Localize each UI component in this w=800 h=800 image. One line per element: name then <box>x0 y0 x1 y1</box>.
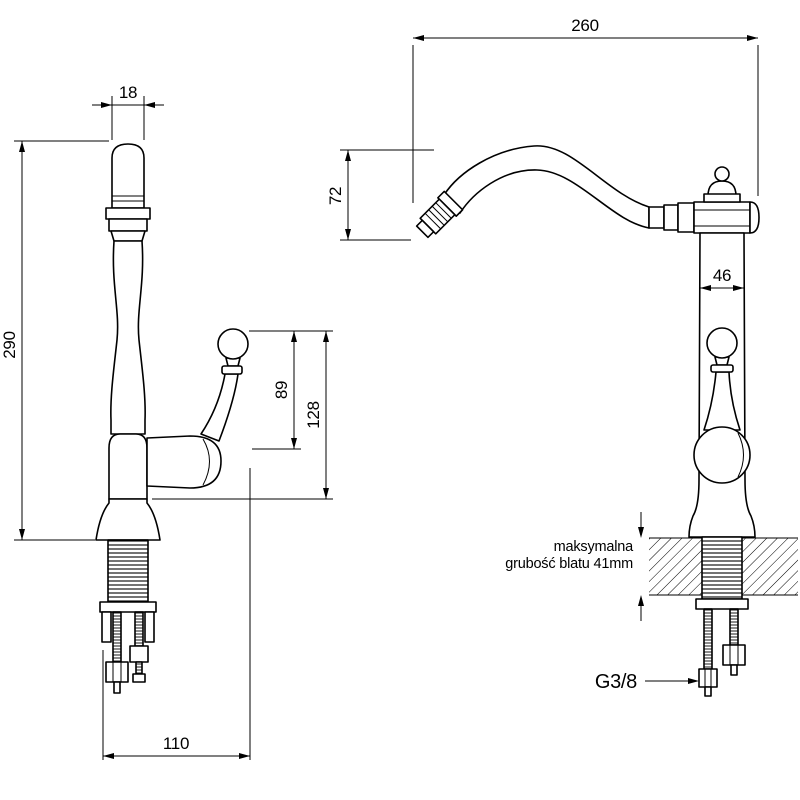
side-coupling-ring-2 <box>663 204 679 231</box>
dim-spout-reach-label: 260 <box>571 16 598 35</box>
front-collar-lower <box>108 218 148 232</box>
side-nut-right-facets <box>729 645 739 665</box>
thread-size-label: G3/8 <box>595 671 637 693</box>
side-handle-pivot-detail <box>737 432 744 478</box>
dim-total-height-label: 290 <box>0 331 19 358</box>
dim-base-width: 110 <box>102 468 251 760</box>
front-nut-left <box>105 661 129 683</box>
front-collar-upper <box>105 207 151 220</box>
side-shank <box>701 536 743 600</box>
side-coupling-ring-3 <box>648 206 665 229</box>
side-head-cap <box>749 201 760 234</box>
front-clamp-right <box>144 611 155 643</box>
side-stud-left-tip <box>704 686 712 697</box>
front-body <box>108 433 148 500</box>
countertop-note-line1: maksymalna <box>554 539 635 555</box>
dim-spout-width: 18 <box>92 83 164 140</box>
side-mount-flange <box>695 598 749 610</box>
front-view-faucet <box>95 143 249 694</box>
front-spout-tube <box>111 143 145 209</box>
dim-base-width-label: 110 <box>163 734 189 753</box>
countertop-note-line2: grubość blatu 41mm <box>505 556 633 572</box>
side-handle-knob <box>706 327 738 359</box>
dim-handle-height: 89 <box>249 330 333 450</box>
front-handle-pivot <box>146 435 222 489</box>
dim-body-width-label: 46 <box>713 266 731 285</box>
front-collar-taper <box>110 230 146 242</box>
front-stud-left-tip <box>113 681 121 694</box>
front-stud-left <box>112 611 122 663</box>
front-nut-left-facets <box>112 662 122 682</box>
front-mount-flange <box>99 601 157 613</box>
side-coupling-ring-1 <box>677 202 695 233</box>
dim-spout-drop-label: 72 <box>326 187 345 205</box>
dim-spout-reach: 260 <box>412 16 759 203</box>
side-head <box>693 201 751 234</box>
front-stud-right-tip <box>132 673 146 683</box>
dim-spout-drop: 72 <box>326 149 434 241</box>
dim-handle-height-label: 89 <box>272 381 291 399</box>
front-handle-knob <box>217 328 249 360</box>
dim-spout-width-label: 18 <box>119 83 137 102</box>
dim-thread-size: G3/8 <box>595 671 699 693</box>
side-spout <box>443 145 650 229</box>
front-stud-right <box>134 611 144 647</box>
dim-countertop-thickness: maksymalna grubość blatu 41mm <box>505 512 644 621</box>
front-handle-stem <box>200 373 239 442</box>
front-base <box>95 498 161 541</box>
side-fitting-left-facets <box>704 669 712 687</box>
side-nut-right <box>722 644 746 666</box>
front-stud-right-lower <box>135 661 143 675</box>
side-handle-pivot <box>693 426 751 484</box>
side-fitting-left <box>698 668 718 688</box>
side-handle-stem <box>703 371 741 431</box>
side-head-moldings <box>694 209 750 227</box>
front-clamp-left <box>101 611 112 643</box>
front-handle-pivot-detail <box>202 438 210 486</box>
side-stud-left <box>703 608 713 670</box>
front-neck <box>110 240 146 435</box>
side-stud-right <box>729 608 739 646</box>
dim-total-height: 290 <box>0 140 109 541</box>
side-finial-knob <box>714 166 730 182</box>
side-stud-right-tip <box>730 664 738 676</box>
front-shank <box>107 539 149 603</box>
dim-body-width: 46 <box>700 266 744 291</box>
front-view-dimensions: 18 290 89 128 <box>0 83 333 760</box>
side-aerator <box>415 190 464 239</box>
side-view-faucet <box>415 145 798 697</box>
side-view-dimensions: 260 72 46 maksymalna grubość blatu 41mm <box>326 16 759 693</box>
dim-handle-base-height-label: 128 <box>304 401 323 428</box>
front-spout-tube-details <box>112 195 144 202</box>
side-handle-collar <box>710 364 734 373</box>
front-handle-collar <box>221 365 243 375</box>
front-nut-right <box>129 645 149 663</box>
dim-handle-base-height: 128 <box>152 331 333 500</box>
side-finial-base <box>703 193 741 203</box>
